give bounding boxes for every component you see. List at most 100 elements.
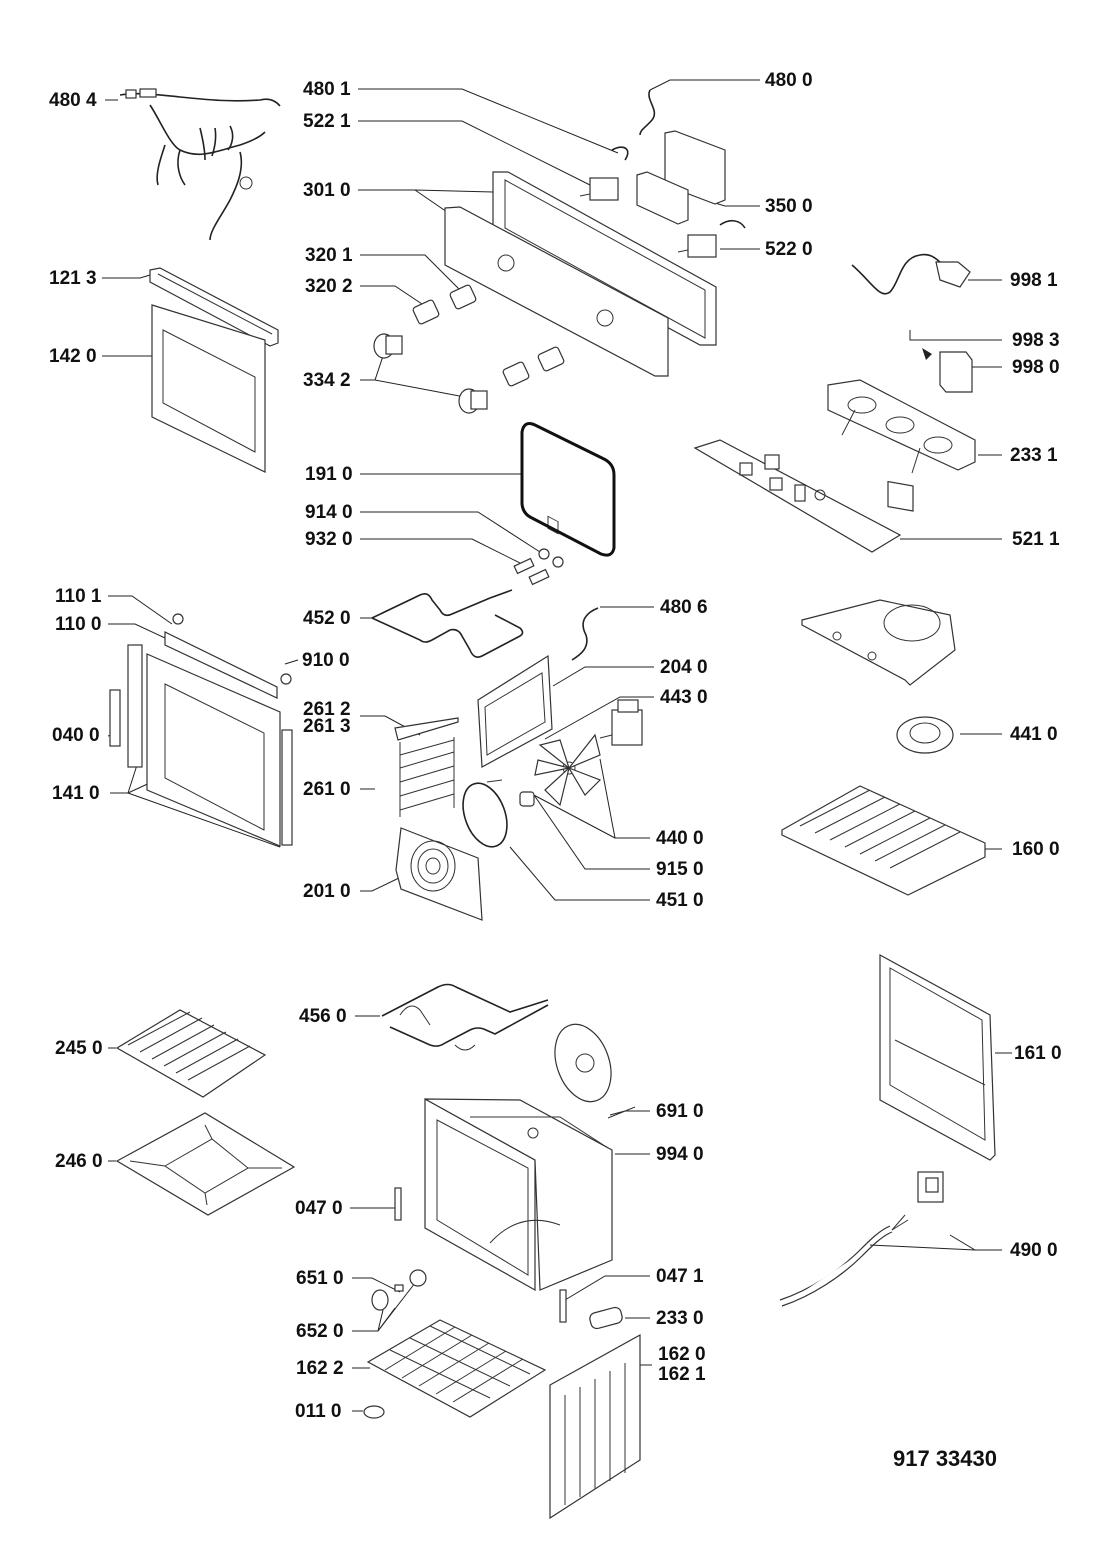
label-350-0: 350 0	[765, 196, 813, 217]
label-320-2: 320 2	[305, 276, 353, 297]
part-wire-480-6	[571, 607, 599, 661]
part-switch-522-1	[579, 146, 629, 201]
part-baking-grid-245-0	[115, 1009, 267, 1098]
part-knob-shafts-320	[412, 284, 565, 387]
part-back-panel-161-0	[879, 953, 996, 1161]
label-201-0: 201 0	[303, 881, 351, 902]
label-011-0: 011 0	[295, 1401, 342, 1422]
label-932-0: 932 0	[305, 529, 353, 550]
part-bracket-350-0	[636, 130, 726, 225]
part-oven-cavity-994-0	[424, 1097, 613, 1292]
label-998-1: 998 1	[1010, 270, 1058, 291]
part-fan-441-0	[896, 716, 954, 754]
label-191-0: 191 0	[305, 464, 353, 485]
part-cable-998-1	[851, 253, 971, 295]
label-998-0: 998 0	[1012, 357, 1060, 378]
part-rear-plate-691	[554, 1023, 636, 1119]
part-pcb-support-233-1	[827, 379, 976, 474]
part-oven-seal-191-0	[520, 422, 616, 557]
part-fan-motor-443-0	[599, 699, 643, 746]
part-latch-233-0	[589, 1306, 623, 1330]
label-040-0: 040 0	[52, 725, 100, 746]
label-456-0: 456 0	[299, 1006, 347, 1027]
part-wiring-harness-480-4	[119, 88, 281, 241]
part-knobs-334-2	[373, 333, 488, 414]
part-shelf-supports-261	[394, 717, 459, 817]
part-fan-cover-201-0	[395, 827, 483, 921]
label-522-0: 522 0	[765, 239, 813, 260]
label-160-0: 160 0	[1012, 839, 1060, 860]
part-power-cable-490-0	[779, 1171, 944, 1307]
label-480-0: 480 0	[765, 70, 813, 91]
label-451-0: 451 0	[656, 890, 704, 911]
label-320-1: 320 1	[305, 245, 353, 266]
label-047-0: 047 0	[295, 1198, 343, 1219]
label-994-0: 994 0	[656, 1144, 704, 1165]
part-door-hinges-047	[394, 1187, 567, 1323]
label-443-0: 443 0	[660, 687, 708, 708]
label-245-0: 245 0	[55, 1038, 103, 1059]
label-480-1: 480 1	[303, 79, 351, 100]
label-261-0: 261 0	[303, 779, 351, 800]
label-261-3: 261 3	[303, 716, 351, 737]
label-691-0: 691 0	[656, 1101, 704, 1122]
part-lower-element-456-0	[381, 983, 549, 1051]
part-door-top-trim-121-3	[149, 267, 279, 347]
label-246-0: 246 0	[55, 1151, 103, 1172]
label-651-0: 651 0	[296, 1268, 344, 1289]
label-142-0: 142 0	[49, 346, 97, 367]
part-grill-pan-160-0	[781, 785, 986, 896]
part-wire-480-0	[639, 89, 656, 136]
part-wire-shelf-162-2	[366, 1319, 547, 1418]
label-521-1: 521 1	[1012, 529, 1060, 550]
label-204-0: 204 0	[660, 657, 708, 678]
label-162-2: 162 2	[296, 1358, 344, 1379]
part-outer-door-glass-142-0	[151, 304, 266, 473]
label-440-0: 440 0	[656, 828, 704, 849]
label-162-1: 162 1	[658, 1364, 706, 1385]
label-915-0: 915 0	[656, 859, 704, 880]
label-910-0: 910 0	[302, 650, 350, 671]
label-334-2: 334 2	[303, 370, 351, 391]
part-switch-522-0	[677, 219, 746, 258]
label-110-1: 110 1	[55, 586, 102, 607]
label-161-0: 161 0	[1014, 1043, 1062, 1064]
label-047-1: 047 1	[656, 1266, 704, 1287]
part-foot-011-0	[363, 1405, 385, 1419]
part-bushing-915-0	[519, 791, 535, 807]
part-circular-element-451-0	[462, 779, 508, 848]
part-side-panel-162	[549, 1333, 641, 1520]
part-baking-tray-246-0	[115, 1112, 296, 1216]
part-control-board-521-1	[693, 439, 902, 553]
part-fan-housing	[801, 599, 956, 686]
label-261-2: 261 2	[303, 699, 351, 720]
label-480-4: 480 4	[49, 90, 97, 111]
part-nuts-914-932	[513, 548, 564, 586]
document-number: 917 33430	[893, 1446, 997, 1471]
label-998-3: 998 3	[1012, 330, 1060, 351]
part-module-998-0	[922, 348, 973, 393]
part-motor-bracket-204-0	[477, 654, 553, 768]
label-522-1: 522 1	[303, 111, 351, 132]
part-grill-element-452-0	[371, 589, 524, 658]
part-fan-blade-440-0	[534, 733, 602, 807]
part-label-998-3	[887, 480, 914, 512]
part-lamp-651-652	[371, 1269, 427, 1311]
label-110-0: 110 0	[55, 614, 102, 635]
label-441-0: 441 0	[1010, 724, 1058, 745]
leader-lines	[102, 79, 1012, 1412]
label-121-3: 121 3	[49, 268, 97, 289]
label-914-0: 914 0	[305, 502, 353, 523]
label-480-6: 480 6	[660, 597, 708, 618]
label-162-0: 162 0	[658, 1344, 706, 1365]
part-control-panel-301-0	[444, 171, 717, 535]
label-233-0: 233 0	[656, 1308, 704, 1329]
label-452-0: 452 0	[303, 608, 351, 629]
label-490-0: 490 0	[1010, 1240, 1058, 1261]
label-652-0: 652 0	[296, 1321, 344, 1342]
label-301-0: 301 0	[303, 180, 351, 201]
label-141-0: 141 0	[52, 783, 100, 804]
part-door-assembly-141-0	[109, 613, 293, 847]
label-233-1: 233 1	[1010, 445, 1058, 466]
